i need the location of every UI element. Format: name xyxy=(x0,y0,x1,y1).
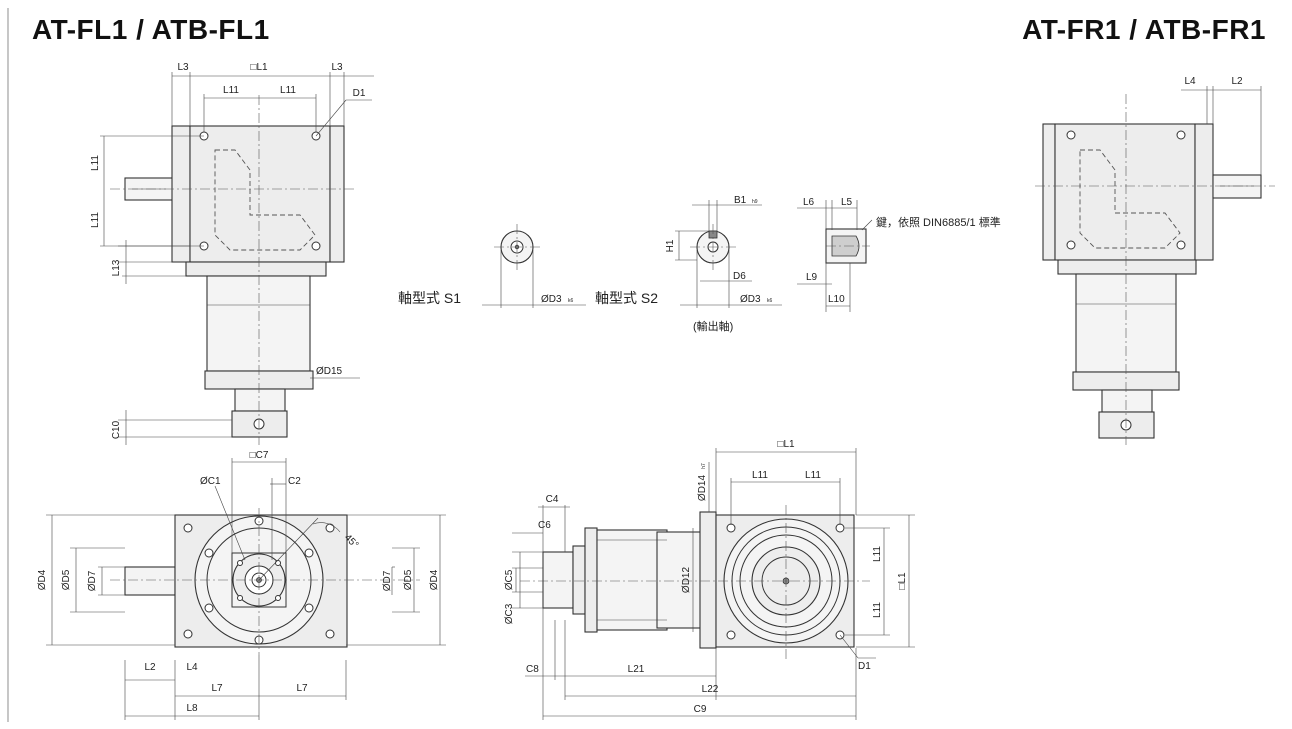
fl1-left-flange xyxy=(171,125,191,263)
dim-h1: H1 xyxy=(665,239,676,252)
dim-c3: ØC3 xyxy=(504,603,515,624)
shaft-s2-label: 軸型式 S2 xyxy=(595,290,658,306)
dim-c7: □C7 xyxy=(250,450,269,461)
fr1-right-flange xyxy=(1194,123,1214,261)
fl1b-input-shaft xyxy=(124,566,176,596)
dim-d3-s2: ØD3 xyxy=(740,294,761,305)
dim-l4-fr: L4 xyxy=(1184,76,1196,87)
dim-l1-top: □L1 xyxy=(250,62,268,73)
dim-l1-vertical: □L1 xyxy=(897,572,908,590)
dim-l11-right: L11 xyxy=(280,85,296,96)
dim-c6: C6 xyxy=(538,520,551,531)
dim-d1-output: D1 xyxy=(858,661,871,672)
fl1-hole xyxy=(311,241,321,251)
dim-l8: L8 xyxy=(186,703,198,714)
dim-c1: ØC1 xyxy=(200,476,221,487)
dim-c9: C9 xyxy=(694,704,707,715)
dim-l11-output-left: L11 xyxy=(752,470,768,481)
key-detail: L6 L5 L9 L10 鍵，依照 DIN6885/1 標準 xyxy=(797,197,1001,312)
dim-d4-right: ØD4 xyxy=(429,569,440,590)
dim-l11-vertical-top: L11 xyxy=(872,546,883,562)
dim-d15: ØD15 xyxy=(316,366,343,377)
dim-d7-right: ØD7 xyxy=(382,570,393,591)
dim-c10: C10 xyxy=(111,420,122,439)
fl1-right-flange xyxy=(329,125,345,263)
fl1-base xyxy=(185,261,327,277)
dim-l6: L6 xyxy=(803,197,815,208)
dim-c2: C2 xyxy=(288,476,301,487)
dim-d12: ØD12 xyxy=(681,567,692,594)
dim-l1-output: □L1 xyxy=(777,439,795,450)
fl1-motor-adapter xyxy=(206,275,311,372)
shaft-s1: 軸型式 S1 ØD3 k6 xyxy=(398,224,586,308)
dim-l3-left: L3 xyxy=(177,62,189,73)
title-at-fl1: AT-FL1 / ATB-FL1 xyxy=(32,14,270,45)
dim-d1-top: D1 xyxy=(353,88,366,99)
dim-l11-left: L11 xyxy=(223,85,239,96)
dim-d4-left: ØD4 xyxy=(37,569,48,590)
dim-l4-bottom: L4 xyxy=(186,662,198,673)
dim-d5-right: ØD5 xyxy=(403,569,414,590)
dim-l22: L22 xyxy=(702,684,719,695)
dim-l10: L10 xyxy=(828,294,845,305)
shaft-s1-label: 軸型式 S1 xyxy=(398,290,461,306)
dim-d6: D6 xyxy=(733,271,746,282)
dim-l5: L5 xyxy=(841,197,853,208)
title-at-fr1: AT-FR1 / ATB-FR1 xyxy=(1022,14,1266,45)
dim-l11-v2: L11 xyxy=(90,212,101,228)
dim-b1: B1 xyxy=(734,195,747,206)
fr1-input-shaft xyxy=(1212,174,1262,199)
dim-b1-tol: h9 xyxy=(752,199,758,205)
dim-c5: ØC5 xyxy=(504,569,515,590)
dim-d5-left: ØD5 xyxy=(61,569,72,590)
fl1-hidden-gear xyxy=(214,149,316,251)
fl1-bottom-view: ØD4 ØD5 ØD7 ØD7 ØD5 ØD4 □C7 ØC1 C2 45° L… xyxy=(37,450,446,720)
fl1-output-side-view: □L1 L11 L11 □L1 L11 L11 D1 ØD14 h7 ØD12 … xyxy=(504,439,915,720)
fl1-neck xyxy=(234,388,286,412)
key-standard-note: 鍵，依照 DIN6885/1 標準 xyxy=(876,215,1001,229)
dim-c8: C8 xyxy=(526,664,539,675)
output-shaft-note: (輸出軸) xyxy=(693,319,733,333)
fr1-hidden-gear xyxy=(1079,149,1181,249)
dim-d3-s1-tol: k6 xyxy=(568,298,574,304)
dim-l21: L21 xyxy=(628,664,645,675)
fl1-side-view: L3 □L1 L3 L11 L11 D1 L11 L11 L13 ØD15 C1… xyxy=(90,62,374,445)
dim-l9: L9 xyxy=(806,272,818,283)
dim-l11-output-right: L11 xyxy=(805,470,821,481)
fl1-housing xyxy=(189,125,331,263)
shaft-s2: H1 B1 h9 D6 ØD3 k6 軸型式 S2 (輸出軸) xyxy=(595,195,782,333)
dim-d7-left: ØD7 xyxy=(87,570,98,591)
dim-l2-bottom: L2 xyxy=(144,662,156,673)
dim-l11-vertical-bottom: L11 xyxy=(872,602,883,618)
dim-l2-fr: L2 xyxy=(1231,76,1243,87)
fr1-left-flange xyxy=(1042,123,1056,261)
dim-d3-s1: ØD3 xyxy=(541,294,562,305)
fr1-housing xyxy=(1054,123,1196,261)
dim-d14: ØD14 xyxy=(697,475,708,502)
fr1-side-view: L4 L2 xyxy=(1035,76,1275,445)
dim-c4: C4 xyxy=(546,494,559,505)
dim-l3-right: L3 xyxy=(331,62,343,73)
dim-l13: L13 xyxy=(111,259,122,276)
dim-l7-right: L7 xyxy=(296,683,308,694)
dim-l7-left: L7 xyxy=(211,683,223,694)
dim-d3-s2-tol: k6 xyxy=(767,298,773,304)
dim-l11-v1: L11 xyxy=(90,155,101,171)
dim-d14-tol: h7 xyxy=(701,463,707,469)
